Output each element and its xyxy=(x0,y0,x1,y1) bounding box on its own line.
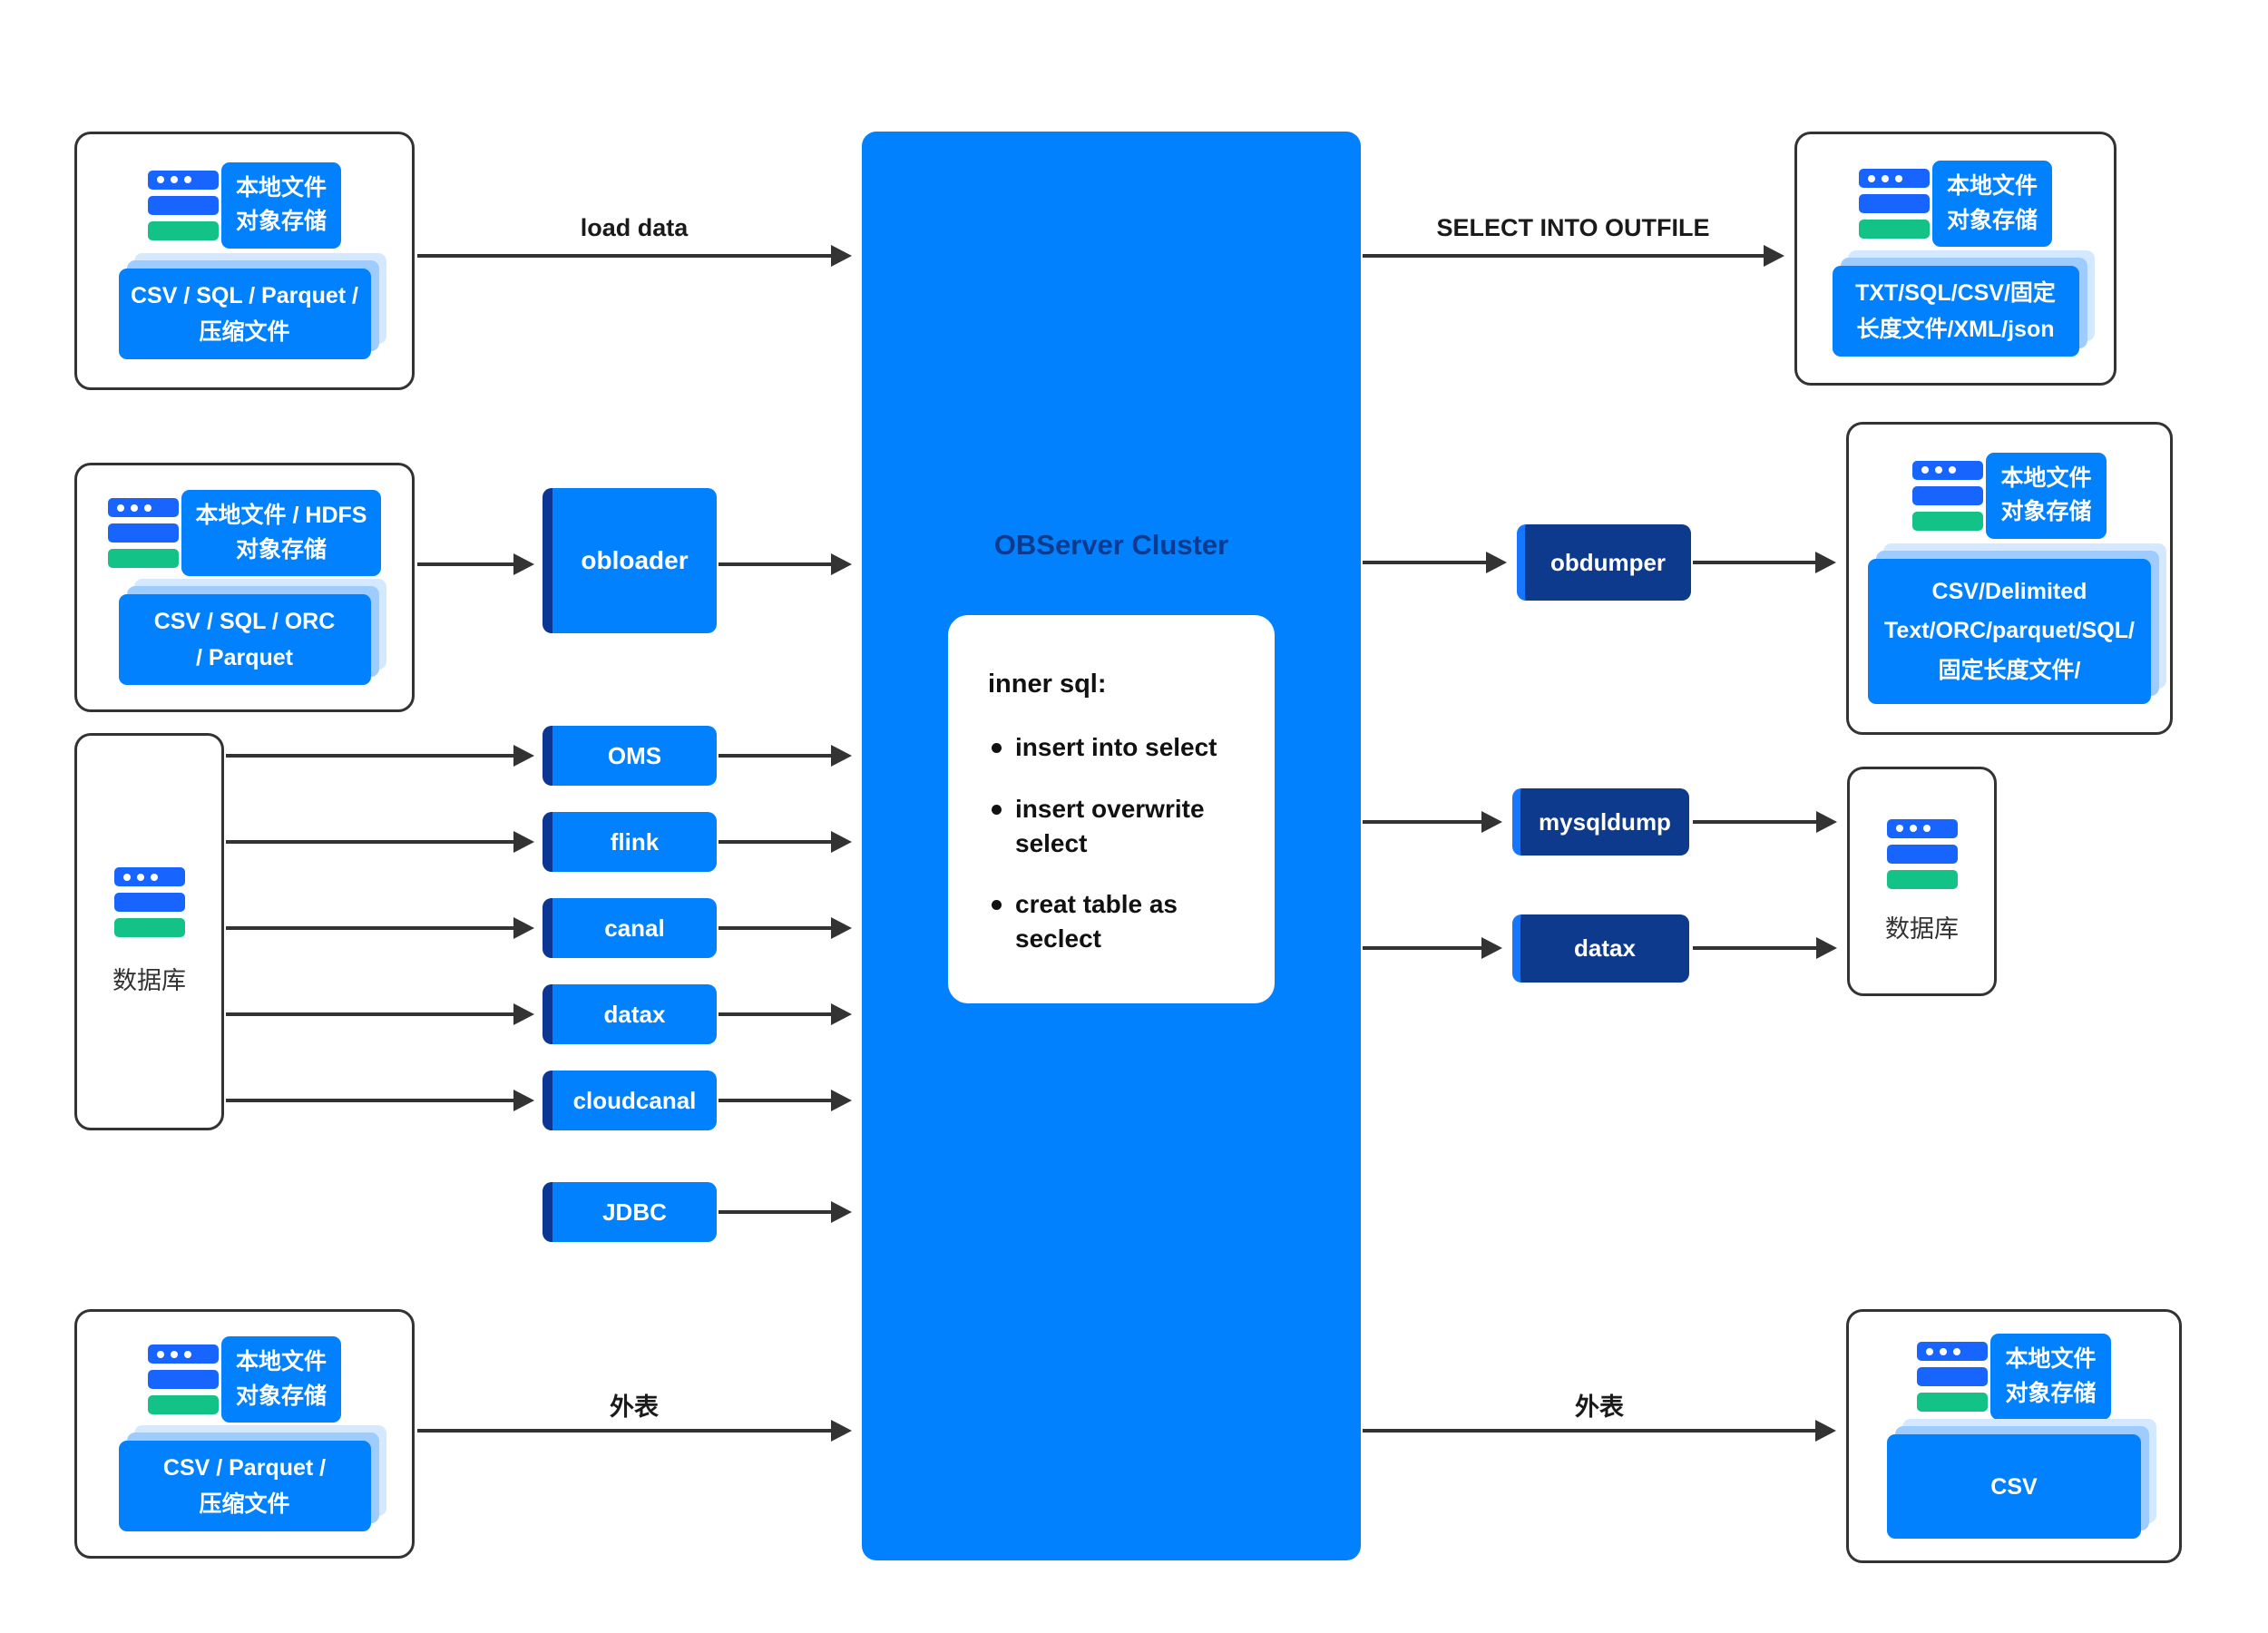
obloader-button: obloader xyxy=(543,488,717,633)
target-database-box: 数据库 xyxy=(1847,767,1997,996)
cluster-title: OBServer Cluster xyxy=(993,529,1229,561)
arrow-cloudcanal-to-cluster xyxy=(719,1099,833,1102)
source-external-box: 本地文件 对象存储 CSV / Parquet / 压缩文件 xyxy=(74,1309,415,1559)
storage-label: 本地文件 对象存储 xyxy=(220,1336,341,1423)
storage-label: 本地文件 对象存储 xyxy=(1986,452,2107,539)
storage-icon xyxy=(147,170,219,240)
icon-row: 本地文件 / HDFS 对象存储 xyxy=(107,490,382,577)
datax-in-button: datax xyxy=(543,984,717,1044)
icon-row: 本地文件 对象存储 xyxy=(147,1336,341,1423)
format-stack: CSV / SQL / Parquet / 压缩文件 xyxy=(118,253,386,360)
inner-sql-item: insert overwrite select xyxy=(988,792,1251,861)
format-card: CSV / SQL / Parquet / 压缩文件 xyxy=(118,269,371,360)
storage-label: 本地文件 对象存储 xyxy=(220,161,341,249)
format-stack: CSV / Parquet / 压缩文件 xyxy=(118,1424,386,1531)
arrow-db-to-flink xyxy=(226,840,515,844)
arrow-cluster-to-mysqldump xyxy=(1363,820,1483,824)
icon-row: 本地文件 对象存储 xyxy=(1912,452,2107,539)
source-database-box: 数据库 xyxy=(74,733,224,1130)
inner-sql-panel: inner sql: insert into select insert ove… xyxy=(948,615,1275,1003)
icon-row: 本地文件 对象存储 xyxy=(1917,1334,2111,1420)
storage-label: 本地文件 / HDFS 对象存储 xyxy=(181,490,382,577)
target-dump-box: 本地文件 对象存储 CSV/Delimited Text/ORC/parquet… xyxy=(1846,422,2173,735)
arrow-db-to-canal xyxy=(226,926,515,930)
flink-button: flink xyxy=(543,812,717,872)
inner-sql-list: insert into select insert overwrite sele… xyxy=(988,730,1251,956)
observer-cluster: OBServer Cluster inner sql: insert into … xyxy=(862,132,1361,1560)
arrow-select-into-outfile xyxy=(1363,254,1765,258)
storage-icon xyxy=(1858,169,1930,239)
database-icon xyxy=(1886,818,1958,889)
storage-icon xyxy=(147,1345,219,1415)
inner-sql-heading: inner sql: xyxy=(988,670,1107,699)
arrow-oms-to-cluster xyxy=(719,754,833,758)
arrow-hdfs-to-obloader xyxy=(417,562,515,566)
select-into-outfile-label: SELECT INTO OUTFILE xyxy=(1436,214,1710,241)
arrow-db-to-oms xyxy=(226,754,515,758)
format-card: CSV / SQL / ORC / Parquet xyxy=(118,593,371,685)
arrow-cluster-to-datax xyxy=(1363,946,1483,950)
arrow-external-in xyxy=(417,1429,833,1433)
storage-label: 本地文件 对象存储 xyxy=(1990,1334,2111,1420)
arrow-datax-to-db xyxy=(1693,946,1818,950)
storage-icon xyxy=(1912,460,1984,531)
icon-row: 本地文件 对象存储 xyxy=(147,161,341,249)
format-card: TXT/SQL/CSV/固定 长度文件/XML/json xyxy=(1832,266,2079,357)
arrow-obloader-to-cluster xyxy=(719,562,833,566)
storage-icon xyxy=(1917,1342,1989,1412)
cloudcanal-button: cloudcanal xyxy=(543,1071,717,1130)
inner-sql-item: insert into select xyxy=(988,730,1251,765)
external-table-out-label: 外表 xyxy=(1575,1393,1624,1421)
load-data-label: load data xyxy=(580,214,689,241)
database-icon xyxy=(113,867,185,937)
source-hdfs-box: 本地文件 / HDFS 对象存储 CSV / SQL / ORC / Parqu… xyxy=(74,463,415,712)
arrow-jdbc-to-cluster xyxy=(719,1210,833,1214)
database-label: 数据库 xyxy=(1885,914,1959,943)
target-outfile-box: 本地文件 对象存储 TXT/SQL/CSV/固定 长度文件/XML/json xyxy=(1794,132,2116,386)
storage-icon xyxy=(107,498,179,569)
datax-out-button: datax xyxy=(1512,914,1689,983)
arrow-db-to-cloudcanal xyxy=(226,1099,515,1102)
arrow-load-data xyxy=(417,254,833,258)
format-card: CSV / Parquet / 压缩文件 xyxy=(118,1440,371,1531)
format-stack: CSV / SQL / ORC / Parquet xyxy=(118,578,386,685)
format-stack: CSV xyxy=(1887,1419,2156,1539)
arrow-mysqldump-to-db xyxy=(1693,820,1818,824)
oms-button: OMS xyxy=(543,726,717,786)
format-card: CSV/Delimited Text/ORC/parquet/SQL/ 固定长度… xyxy=(1868,559,2151,705)
obdumper-button: obdumper xyxy=(1517,524,1691,601)
external-table-in-label: 外表 xyxy=(610,1393,659,1421)
format-stack: CSV/Delimited Text/ORC/parquet/SQL/ 固定长度… xyxy=(1868,543,2166,705)
icon-row: 本地文件 对象存储 xyxy=(1858,161,2052,247)
canal-button: canal xyxy=(543,898,717,958)
arrow-external-out xyxy=(1363,1429,1817,1433)
arrow-db-to-datax xyxy=(226,1012,515,1016)
storage-label: 本地文件 对象存储 xyxy=(1931,161,2052,247)
jdbc-button: JDBC xyxy=(543,1182,717,1242)
arrow-flink-to-cluster xyxy=(719,840,833,844)
arrow-obdumper-to-files xyxy=(1693,561,1817,564)
format-card: CSV xyxy=(1887,1434,2141,1539)
format-stack: TXT/SQL/CSV/固定 长度文件/XML/json xyxy=(1832,250,2095,357)
source-local-files-box: 本地文件 对象存储 CSV / SQL / Parquet / 压缩文件 xyxy=(74,132,415,390)
arrow-cluster-to-obdumper xyxy=(1363,561,1488,564)
target-external-box: 本地文件 对象存储 CSV xyxy=(1846,1309,2182,1563)
inner-sql-item: creat table as seclect xyxy=(988,887,1251,956)
arrow-datax-to-cluster xyxy=(719,1012,833,1016)
arrow-canal-to-cluster xyxy=(719,926,833,930)
mysqldump-button: mysqldump xyxy=(1512,788,1689,856)
database-label: 数据库 xyxy=(112,967,186,994)
